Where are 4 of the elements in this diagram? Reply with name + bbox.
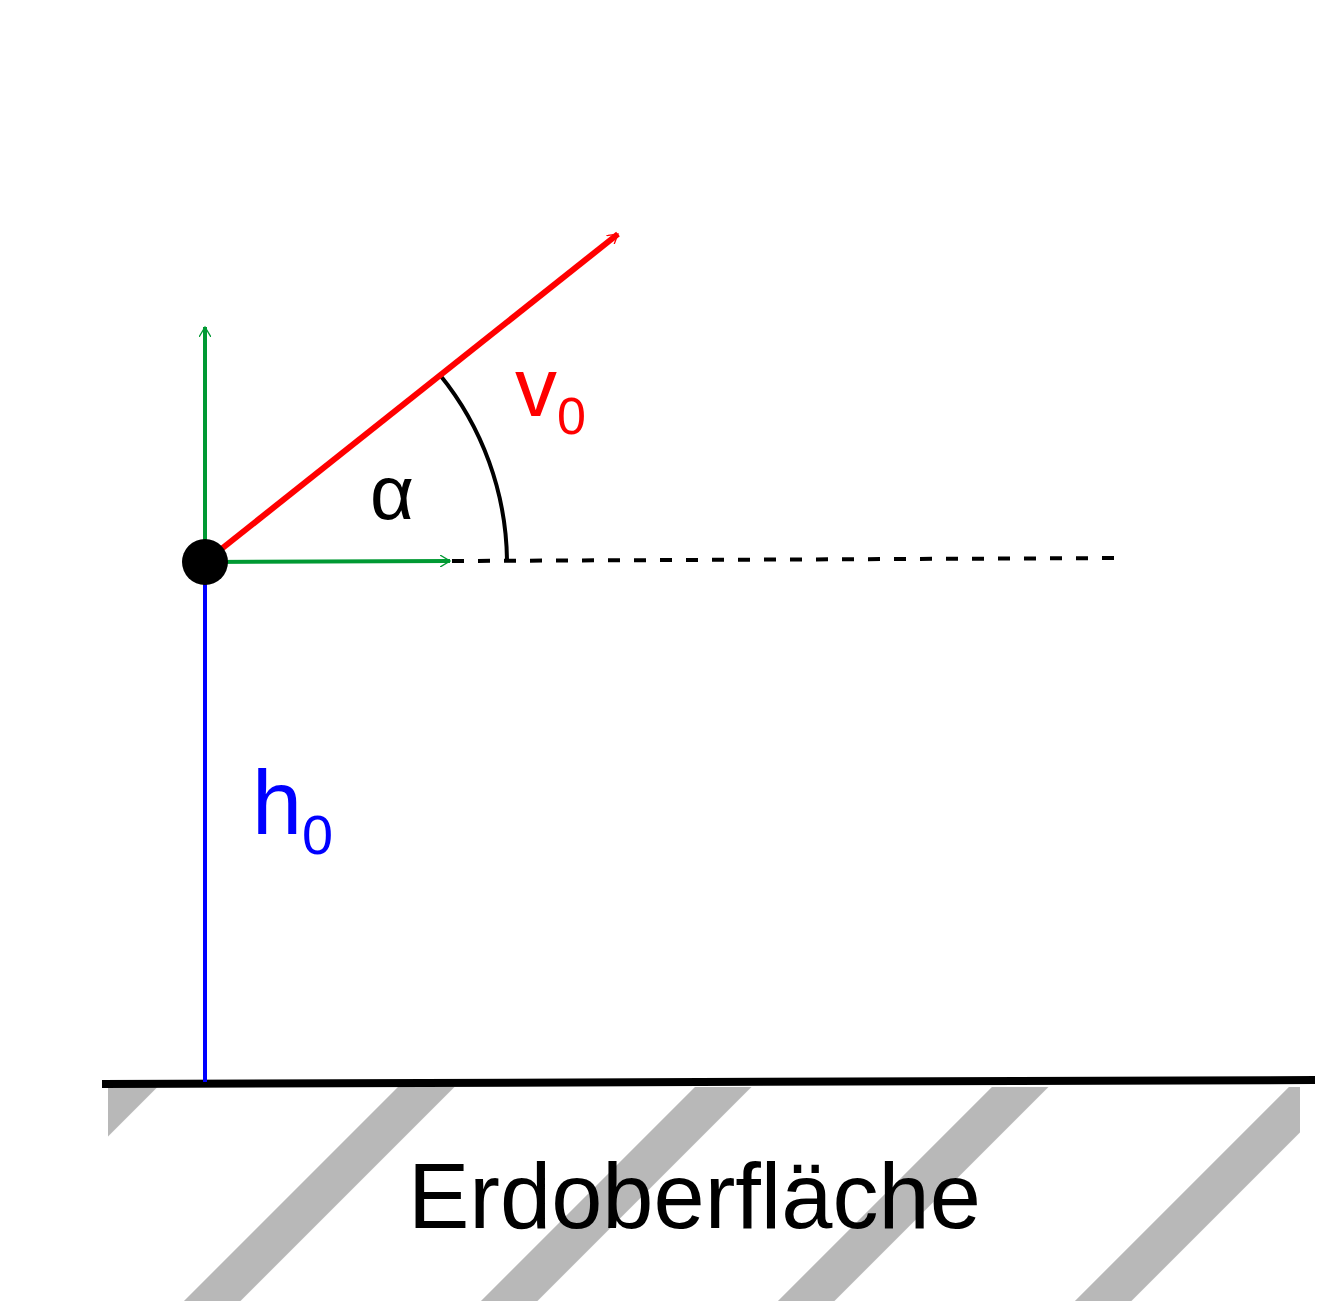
angle-label: α (370, 455, 414, 531)
height-label: h$_{0}$ (252, 758, 334, 863)
ground-label: Erdoberfläche (408, 1150, 981, 1242)
velocity-label: v$_{0}$ (515, 345, 586, 443)
